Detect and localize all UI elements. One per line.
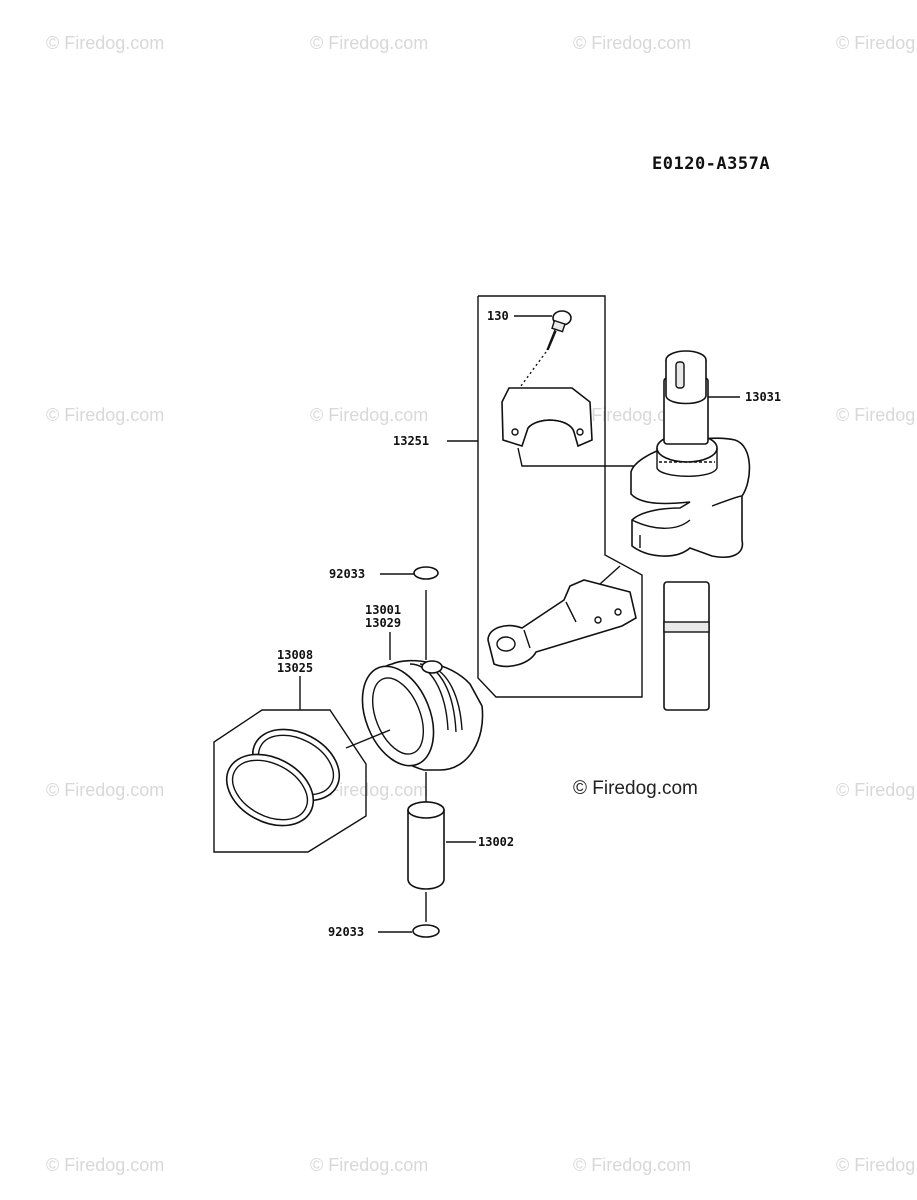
watermark: © Firedog.com: [310, 33, 429, 53]
part-label-13008: 13008: [277, 648, 314, 662]
watermark: © Firedog.com: [46, 1155, 165, 1175]
piston-ring-group: [213, 676, 391, 853]
watermark: © Firedog.com: [46, 405, 165, 425]
part-label-13031: 13031: [745, 390, 782, 404]
piston-part: [361, 640, 484, 771]
connecting-rod-part: [487, 565, 637, 668]
watermark: © Firedog.com: [46, 33, 165, 53]
part-label-13251: 13251: [393, 434, 430, 448]
diagram-reference-code: E0120-A357A: [652, 154, 771, 174]
watermark: © Firedog.com: [573, 33, 692, 53]
part-label-92033-bottom: 92033: [328, 925, 365, 939]
watermark: © Firedog.com: [836, 405, 917, 425]
watermark: © Firedog.com: [310, 1155, 429, 1175]
watermark: © Firedog.com: [573, 405, 692, 425]
watermark: © Firedog.com: [573, 1155, 692, 1175]
circlip-top-part: [380, 566, 439, 660]
watermark: © Firedog.com: [310, 780, 429, 800]
bolt-part: [514, 310, 572, 391]
part-label-130: 130: [487, 309, 509, 323]
watermark: © Firedog.com: [836, 780, 917, 800]
part-label-92033-top: 92033: [329, 567, 366, 581]
crankshaft-part: [630, 350, 751, 711]
part-label-13025: 13025: [277, 661, 314, 675]
connecting-rod-group-frame: [477, 295, 643, 698]
rod-cap-part: [501, 387, 640, 467]
watermark: © Firedog.com: [46, 780, 165, 800]
watermark: © Firedog.com: [836, 1155, 917, 1175]
part-label-13001: 13001: [365, 603, 402, 617]
part-label-13029: 13029: [365, 616, 402, 630]
circlip-bottom-part: [378, 924, 440, 938]
piston-pin-part: [407, 772, 476, 922]
watermark: © Firedog.com: [836, 33, 917, 53]
copyright-notice: © Firedog.com: [573, 778, 698, 799]
part-label-13002: 13002: [478, 835, 515, 849]
watermark: © Firedog.com: [310, 405, 429, 425]
